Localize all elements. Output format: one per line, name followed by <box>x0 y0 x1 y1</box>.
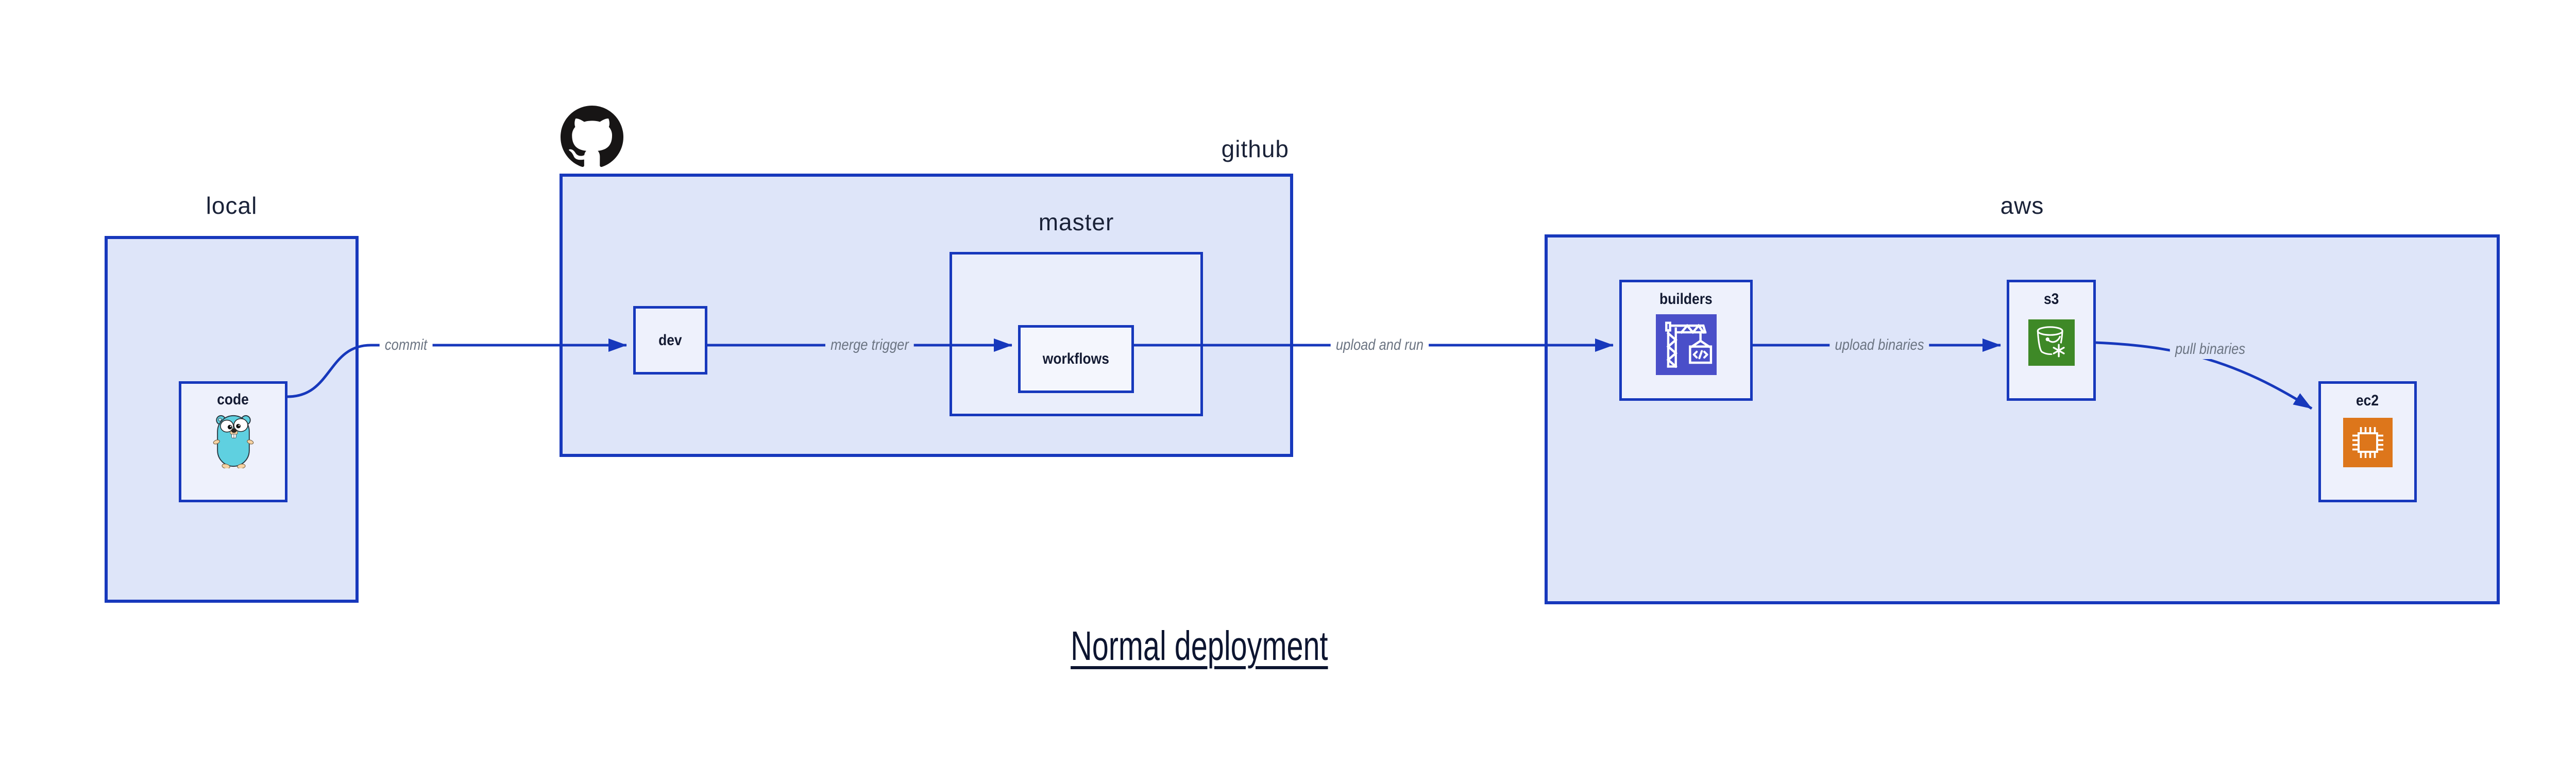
node-code-label: code <box>217 391 249 408</box>
node-dev-label: dev <box>658 331 682 349</box>
node-workflows: workflows <box>1018 325 1134 393</box>
node-builders: builders <box>1619 280 1753 401</box>
edge-label-commit: commit <box>379 335 433 355</box>
node-code: code <box>179 381 287 502</box>
group-label-local: local <box>206 192 258 219</box>
edge-label-upload-binaries: upload binaries <box>1829 335 1929 355</box>
ec2-chip-icon <box>2343 418 2393 467</box>
github-octocat-icon <box>561 106 623 168</box>
node-ec2-label: ec2 <box>2356 392 2379 409</box>
edge-label-pull-binaries: pull binaries <box>2170 339 2251 359</box>
node-builders-label: builders <box>1659 291 1713 308</box>
node-dev: dev <box>633 306 707 375</box>
group-label-github: github <box>1221 135 1289 162</box>
group-label-aws: aws <box>2000 192 2044 219</box>
node-workflows-label: workflows <box>1042 350 1110 367</box>
group-label-master: master <box>1038 209 1114 235</box>
node-s3: s3 <box>2007 280 2096 401</box>
node-ec2: ec2 <box>2318 381 2417 502</box>
node-s3-label: s3 <box>2043 291 2059 308</box>
codebuild-crane-icon <box>1655 314 1717 375</box>
edge-label-merge-trigger: merge trigger <box>825 335 914 355</box>
diagram-title: Normal deployment <box>942 622 1457 670</box>
diagram-title-text: Normal deployment <box>1071 623 1328 669</box>
go-gopher-icon <box>213 414 254 469</box>
edge-label-upload-and-run: upload and run <box>1330 335 1429 355</box>
s3-glacier-bucket-icon <box>2028 319 2075 366</box>
